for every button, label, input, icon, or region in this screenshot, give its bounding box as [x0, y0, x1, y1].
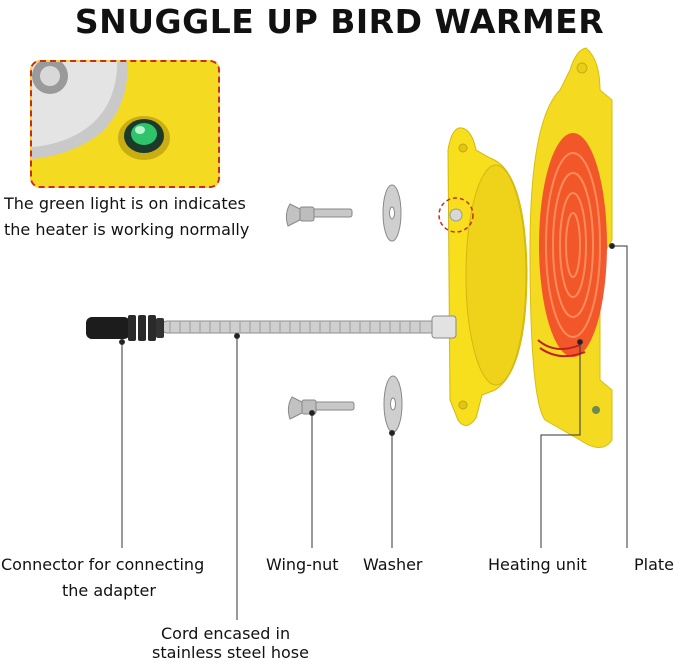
wing-nut-label: Wing-nut: [266, 555, 339, 574]
cord-caption-line1: Cord encased in: [161, 624, 291, 643]
indicator-closeup-inset: [30, 60, 220, 188]
page-title: SNUGGLE UP BIRD WARMER: [74, 2, 605, 41]
dc-connector: [86, 315, 164, 341]
indicator-closeup-image: [32, 62, 218, 186]
heating-unit-label: Heating unit: [488, 555, 587, 574]
green-light-caption-line1: The green light is on indicates: [4, 194, 246, 213]
connector-caption-line2: the adapter: [62, 581, 156, 600]
wing-nut-bottom: [287, 396, 355, 420]
connector-caption-line1: Connector for connecting: [1, 555, 205, 574]
green-light-caption-line2: the heater is working normally: [4, 220, 250, 239]
washer-label: Washer: [363, 555, 423, 574]
heating-coil-glow: [539, 133, 607, 357]
wing-nut-top: [285, 203, 353, 227]
plate-label: Plate: [634, 555, 675, 574]
cord-caption-line2: stainless steel hose: [152, 643, 309, 662]
